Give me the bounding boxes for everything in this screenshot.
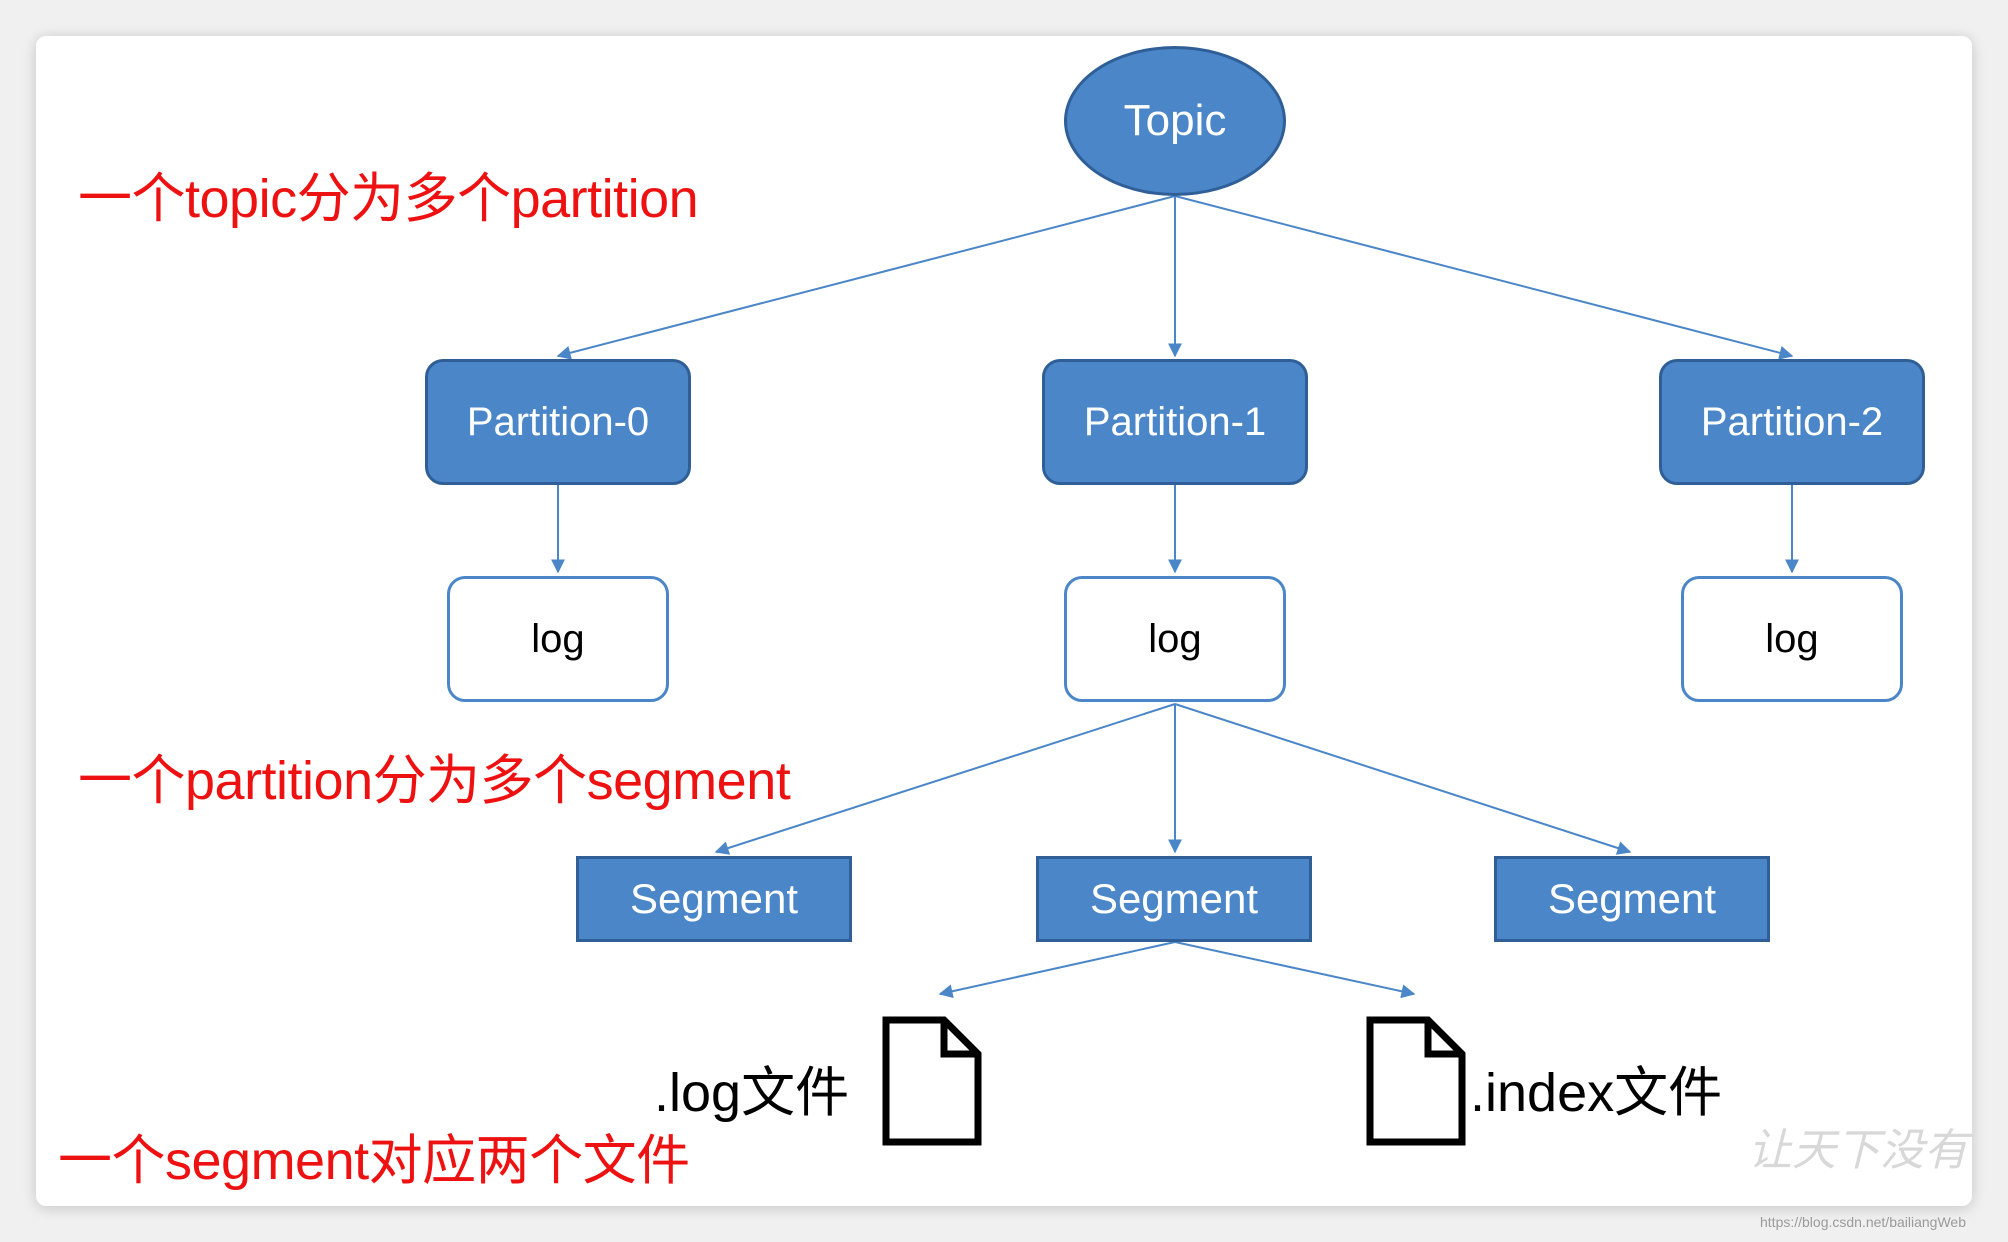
segment-label: Segment bbox=[1089, 875, 1259, 922]
partition-2-node: Partition-2 bbox=[1659, 359, 1925, 485]
segment-2-node: Segment bbox=[1494, 856, 1770, 942]
segment-1-node: Segment bbox=[1036, 856, 1312, 942]
partition-1-node: Partition-1 bbox=[1042, 359, 1308, 485]
index-file-icon bbox=[1366, 1016, 1466, 1146]
segment-0-node: Segment bbox=[576, 856, 852, 942]
annotation-segment: 一个segment对应两个文件 bbox=[58, 1131, 690, 1191]
log-file-icon bbox=[882, 1016, 982, 1146]
partition-label: Partition-2 bbox=[1700, 399, 1884, 444]
diagram-canvas: Topic Partition-0 Partition-1 Partition-… bbox=[36, 36, 1972, 1206]
partition-0-node: Partition-0 bbox=[425, 359, 691, 485]
log-0-node: log bbox=[447, 576, 669, 702]
log-file-label: .log文件 bbox=[654, 1063, 850, 1123]
edge-topic-partition-2 bbox=[1174, 195, 1794, 360]
edge-log-segment-0 bbox=[714, 703, 1176, 855]
edges-layer bbox=[551, 195, 1799, 999]
partition-label: Partition-1 bbox=[1083, 399, 1267, 444]
edge-segment-logfile bbox=[938, 941, 1176, 999]
index-file-label: .index文件 bbox=[1470, 1063, 1723, 1123]
log-1-node: log bbox=[1064, 576, 1286, 702]
log-2-node: log bbox=[1681, 576, 1903, 702]
log-label: log bbox=[1148, 616, 1202, 661]
annotation-topic: 一个topic分为多个partition bbox=[78, 169, 699, 229]
segment-label: Segment bbox=[1547, 875, 1717, 922]
log-label: log bbox=[531, 616, 585, 661]
watermark-url: https://blog.csdn.net/bailiangWeb bbox=[1760, 1214, 1966, 1230]
segment-label: Segment bbox=[629, 875, 799, 922]
topic-node: Topic bbox=[1064, 46, 1286, 196]
edge-segment-indexfile bbox=[1174, 941, 1416, 999]
partition-label: Partition-0 bbox=[466, 399, 650, 444]
annotation-partition: 一个partition分为多个segment bbox=[78, 751, 791, 811]
topic-label: Topic bbox=[1123, 96, 1227, 145]
edge-topic-partition-0 bbox=[556, 195, 1176, 360]
watermark: 让天下没有 bbox=[1748, 1125, 1968, 1176]
edge-log-segment-2 bbox=[1174, 703, 1632, 855]
log-label: log bbox=[1765, 616, 1819, 661]
